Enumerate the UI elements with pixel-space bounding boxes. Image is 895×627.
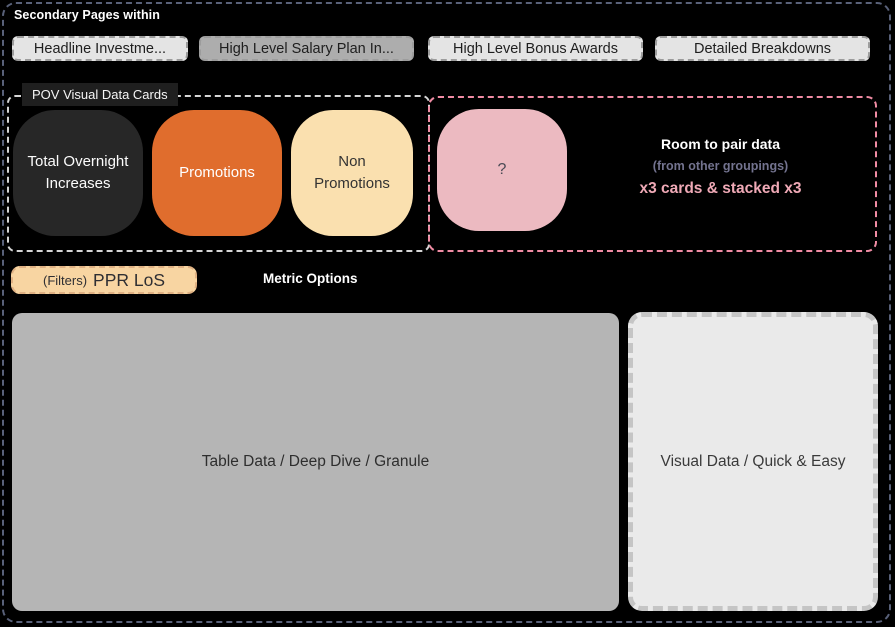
tab-label: Headline Investme... (33, 40, 167, 57)
pair-note-subtitle: (from other groupings) (652, 159, 789, 173)
tab-label: High Level Bonus Awards (453, 40, 618, 57)
card-label: Total Overnight Increases (27, 153, 129, 192)
pair-data-placeholder-zone (428, 96, 877, 252)
tab-headline-investments[interactable]: Headline Investme... (12, 36, 188, 61)
visual-data-panel-label: Visual Data / Quick & Easy (660, 452, 846, 470)
card-non-promotions[interactable]: Non Promotions (291, 110, 413, 236)
card-label: Promotions (179, 164, 255, 182)
card-label: Non Promotions (314, 153, 390, 192)
visual-data-panel: Visual Data / Quick & Easy (628, 312, 878, 611)
card-total-overnight-increases[interactable]: Total Overnight Increases (13, 110, 143, 236)
filters-value-label: PPR LoS (93, 269, 166, 290)
card-placeholder-question[interactable]: ? (437, 109, 567, 231)
tab-label: High Level Salary Plan In... (219, 40, 394, 57)
pov-section-label: POV Visual Data Cards (22, 83, 178, 106)
filters-ppr-los-button[interactable]: (Filters) PPR LoS (11, 266, 197, 294)
tab-label: Detailed Breakdowns (693, 40, 832, 57)
secondary-pages-label: Secondary Pages within (14, 8, 160, 22)
metric-options-label: Metric Options (263, 271, 358, 286)
card-promotions[interactable]: Promotions (152, 110, 282, 236)
tab-detailed-breakdowns[interactable]: Detailed Breakdowns (655, 36, 870, 61)
tab-high-level-salary-plan[interactable]: High Level Salary Plan In... (199, 36, 414, 61)
table-data-panel-label: Table Data / Deep Dive / Granule (201, 453, 430, 470)
table-data-panel: Table Data / Deep Dive / Granule (12, 313, 619, 611)
tab-high-level-bonus-awards[interactable]: High Level Bonus Awards (428, 36, 643, 61)
pair-note-title: Room to pair data (660, 136, 780, 152)
filters-prefix-label: (Filters) (42, 272, 88, 288)
pair-note-count: x3 cards & stacked x3 (639, 180, 802, 197)
pair-data-note: Room to pair data (from other groupings)… (568, 136, 873, 198)
card-label: ? (497, 161, 507, 179)
